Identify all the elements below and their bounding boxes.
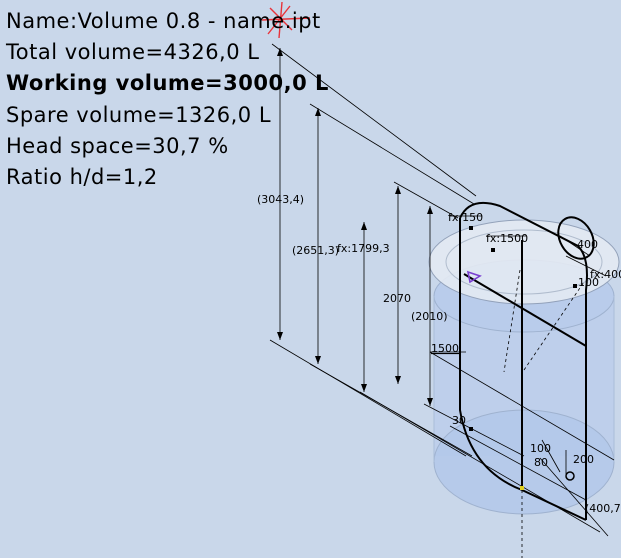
arrow-1799-top <box>361 222 367 230</box>
dimension-labels[interactable]: (3043,4) (2651,3) fx:1799,3 2070 (2010) … <box>257 193 621 515</box>
dim-200[interactable]: 200 <box>573 453 594 466</box>
arrow-2651-top <box>315 108 321 116</box>
arrow-2010-top <box>427 206 433 214</box>
sketch-points[interactable] <box>466 226 577 490</box>
sketch-point-selected[interactable] <box>520 486 524 490</box>
ext-line-top-2070 <box>393 181 459 219</box>
profile-left-edge <box>459 218 523 491</box>
leader-fx-400 <box>565 255 607 277</box>
spare-volume-line: Spare volume=1326,0 L <box>6 102 272 127</box>
dim-fx-1500[interactable]: fx:1500 <box>486 232 528 245</box>
arrow-1799-bottom <box>361 384 367 392</box>
name-prefix: Name:Volume 0.8 - name. <box>6 9 292 33</box>
name-line: Name:Volume 0.8 - name.ipt <box>6 6 329 37</box>
dim-100-bottom[interactable]: 100 <box>530 442 551 455</box>
tank-body[interactable] <box>428 219 620 515</box>
head-space-line: Head space=30,7 % <box>6 133 229 158</box>
sketch-profile[interactable] <box>459 202 601 521</box>
arrow-3043-bottom <box>277 332 283 340</box>
dim-2651[interactable]: (2651,3) <box>292 244 339 257</box>
sketch-point[interactable] <box>469 226 473 230</box>
arrow-2070-bottom <box>395 376 401 384</box>
dim-400-7[interactable]: (400,7) <box>585 502 621 515</box>
tank-lid <box>428 219 620 305</box>
ext-line-bottom-1799 <box>359 391 601 533</box>
sketch-point[interactable] <box>469 427 473 431</box>
dim-line-30 <box>449 425 587 501</box>
ext-line-2010 <box>423 403 525 457</box>
dimension-arrows <box>277 48 433 406</box>
profile-level-line <box>463 273 587 347</box>
dim-line-1500 <box>429 351 615 461</box>
leader-400 <box>559 235 591 257</box>
dim-line-400-7 <box>539 457 609 537</box>
dim-100-top[interactable]: 100 <box>578 276 599 289</box>
tank-lid-inner <box>445 229 603 295</box>
dim-2070[interactable]: 2070 <box>383 292 411 305</box>
ext-line-top-2651 <box>309 103 475 205</box>
dim-3043[interactable]: (3043,4) <box>257 193 304 206</box>
ext-line-bottom-3043 <box>269 339 467 457</box>
arrow-2010-bottom <box>427 398 433 406</box>
dim-1500[interactable]: 1500 <box>431 342 459 355</box>
tank-bottom <box>434 410 614 514</box>
profile-top-edge <box>459 202 588 520</box>
working-volume-line: Working volume=3000,0 L <box>6 71 329 96</box>
dim-fx-150[interactable]: fx:150 <box>448 211 483 224</box>
ext-line-top-3043 <box>271 43 477 197</box>
construction-lines <box>269 43 615 558</box>
dim-400[interactable]: 400 <box>577 238 598 251</box>
dim-fx-1799[interactable]: fx:1799,3 <box>337 242 390 255</box>
total-volume-line: Total volume=4326,0 L <box>6 40 260 65</box>
arrow-3043-top <box>277 48 283 56</box>
center-line-a <box>503 269 521 373</box>
dim-30[interactable]: 30 <box>452 414 466 427</box>
leader-100-bottom <box>541 439 561 473</box>
dim-2010[interactable]: (2010) <box>411 310 448 323</box>
arrow-2651-bottom <box>315 356 321 364</box>
sketch-point[interactable] <box>491 248 495 252</box>
dim-80[interactable]: 80 <box>534 456 548 469</box>
error-mark-icon <box>261 1 311 39</box>
manhole-outline <box>557 216 595 260</box>
ratio-line: Ratio h/d=1,2 <box>6 165 158 190</box>
arrow-2070-top <box>395 186 401 194</box>
origin-marker-icon[interactable] <box>466 270 482 284</box>
name-extension: ipt <box>291 9 321 33</box>
sketch-point[interactable] <box>573 284 577 288</box>
dim-fx-400[interactable]: fx:400 <box>590 268 621 281</box>
tank-properties-panel: Name:Volume 0.8 - name.ipt Total volume=… <box>6 6 329 193</box>
